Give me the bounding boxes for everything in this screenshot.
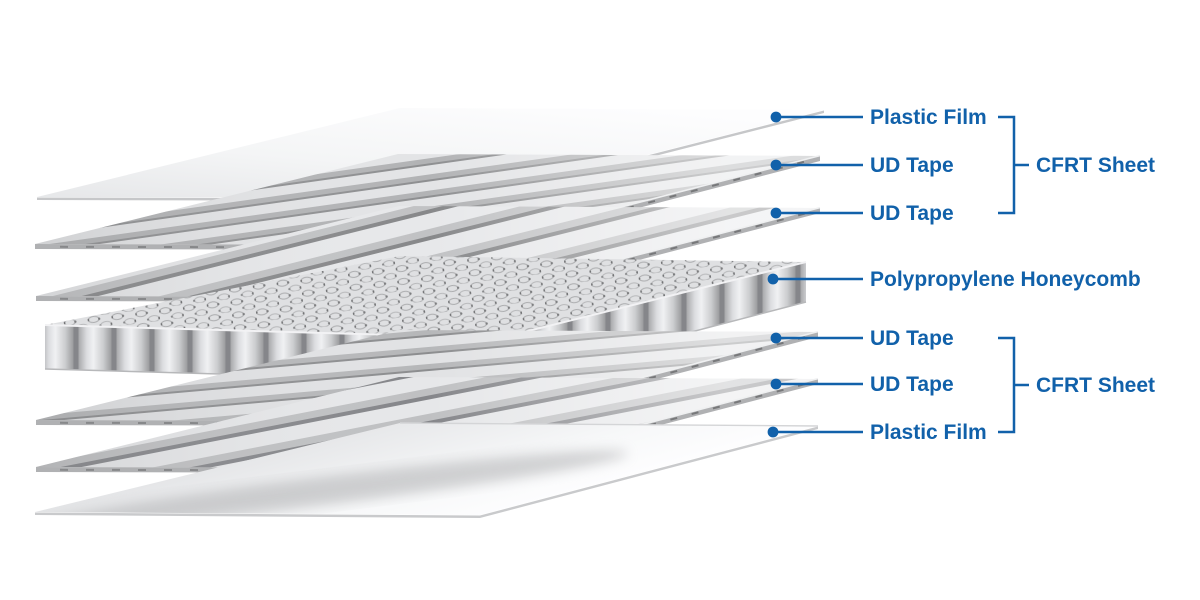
plastic-film-bottom-shadow-group xyxy=(35,450,628,515)
callout-label: Plastic Film xyxy=(870,421,987,444)
callout-ud-tape-3: UD Tape xyxy=(770,327,954,350)
callout-label: UD Tape xyxy=(870,327,954,350)
ud-tape-3-edge-dashes xyxy=(478,333,816,425)
leader-dot xyxy=(767,273,779,285)
callout-honeycomb: Polypropylene Honeycomb xyxy=(767,268,1141,291)
callout-label: UD Tape xyxy=(870,202,954,225)
callout-label: UD Tape xyxy=(870,154,954,177)
callout-plastic-film-top: Plastic Film xyxy=(770,106,987,129)
plastic-film-top-face xyxy=(37,108,824,198)
callout-label: Polypropylene Honeycomb xyxy=(870,268,1141,291)
cast-shadow xyxy=(35,450,628,515)
layer-stack xyxy=(35,108,824,518)
callout-ud-tape-4: UD Tape xyxy=(770,373,954,396)
honeycomb-front-face xyxy=(45,262,806,382)
ud-tape-3-sheen xyxy=(36,330,818,421)
ud-tape-1-sheen xyxy=(35,154,820,245)
leader-dot xyxy=(770,378,782,390)
layer-plastic-film-bottom xyxy=(35,422,819,518)
bracket xyxy=(998,336,1029,434)
plastic-film-bottom-far-edge xyxy=(399,422,819,427)
leader-dot xyxy=(770,332,782,344)
group-label: CFRT Sheet xyxy=(1036,154,1155,177)
group-label: CFRT Sheet xyxy=(1036,374,1155,397)
ud-tape-1-edge-dashes xyxy=(477,157,818,249)
callout-ud-tape-2: UD Tape xyxy=(770,202,954,225)
callout-label: Plastic Film xyxy=(870,106,987,129)
ud-tape-2-sheen xyxy=(36,206,820,297)
ud-tape-4-edge-dashes xyxy=(478,380,816,472)
callouts: Plastic Film UD Tape UD Tape Polypropyle… xyxy=(767,106,1141,444)
leader-dot xyxy=(767,426,779,438)
leader-dot xyxy=(770,159,782,171)
bracket xyxy=(998,115,1029,215)
group-cfrt-bottom: CFRT Sheet xyxy=(998,336,1155,434)
group-cfrt-top: CFRT Sheet xyxy=(998,115,1155,215)
ud-tape-2-edge-dashes xyxy=(478,209,818,301)
layer-plastic-film-top xyxy=(37,108,824,201)
callout-ud-tape-1: UD Tape xyxy=(770,154,954,177)
leader-dot xyxy=(770,207,782,219)
leader-dot xyxy=(770,111,782,123)
callout-label: UD Tape xyxy=(870,373,954,396)
honeycomb-top-face xyxy=(45,256,806,338)
group-brackets: CFRT Sheet CFRT Sheet xyxy=(998,115,1155,434)
callout-plastic-film-bottom: Plastic Film xyxy=(767,421,987,444)
